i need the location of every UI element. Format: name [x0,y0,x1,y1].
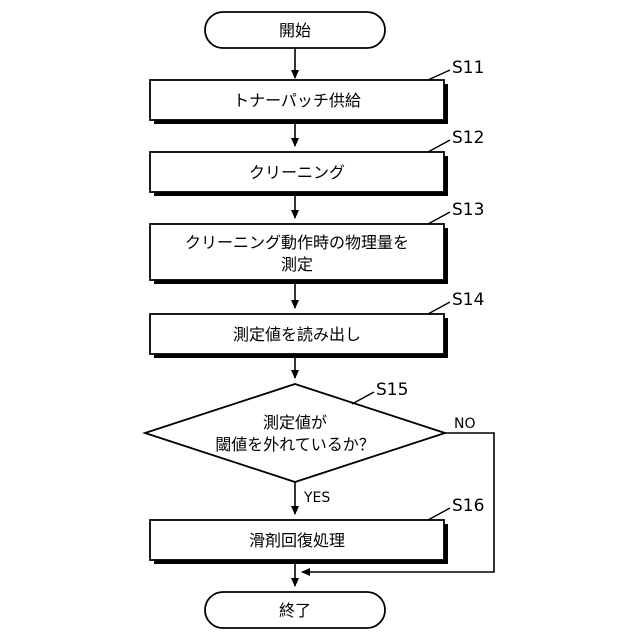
leader-s13 [428,212,450,224]
process-label-s16: 滑剤回復処理 [249,531,345,550]
end-terminal: 終了 [205,592,385,628]
process-label-s12: クリーニング [249,163,345,182]
process-box-s13: クリーニング動作時の物理量を 測定 [150,224,448,284]
process-box-s11: トナーパッチ供給 [150,80,448,124]
leader-s16 [428,508,450,520]
process-label-s13-line2: 測定 [281,255,313,274]
step-id-s13: S13 [452,200,484,220]
step-id-s15: S15 [376,380,408,400]
process-box-s16: 滑剤回復処理 [150,520,448,564]
decision-label-line2: 閾値を外れているか？ [215,435,375,454]
step-id-s14: S14 [452,290,484,310]
yes-branch-label: YES [303,490,330,506]
step-id-s11: S11 [452,58,484,78]
process-box-s14: 測定値を読み出し [150,314,448,358]
start-label: 開始 [279,21,311,40]
process-label-s11: トナーパッチ供給 [233,91,361,110]
process-label-s14: 測定値を読み出し [233,325,361,344]
start-terminal: 開始 [205,12,385,48]
step-id-s12: S12 [452,128,484,148]
process-box-s12: クリーニング [150,152,448,196]
decision-label-line1: 測定値が [263,413,327,432]
leader-s15 [352,392,374,404]
end-label: 終了 [279,601,311,620]
leader-s12 [428,140,450,152]
leader-s14 [428,302,450,314]
process-label-s13-line1: クリーニング動作時の物理量を [185,233,409,252]
no-branch-label: NO [454,416,476,432]
step-id-s16: S16 [452,496,484,516]
leader-s11 [428,70,450,80]
